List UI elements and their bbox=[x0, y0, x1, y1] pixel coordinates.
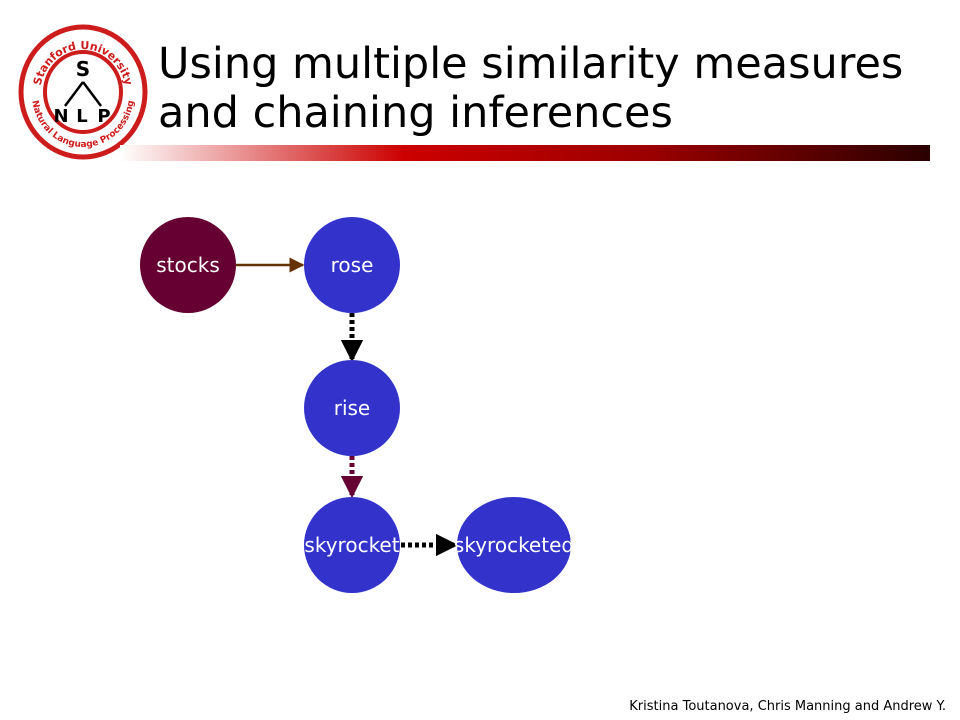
node-skyrocketed: skyrocketed bbox=[454, 497, 574, 593]
logo-letter-l: L bbox=[76, 106, 87, 127]
node-label-skyrocketed: skyrocketed bbox=[454, 533, 574, 557]
slide-title-line-2: and chaining inferences bbox=[158, 88, 673, 138]
node-label-stocks: stocks bbox=[156, 253, 220, 277]
logo-inner-ring bbox=[43, 50, 123, 134]
node-skyrocket: skyrocket bbox=[304, 497, 400, 593]
logo-letter-s: S bbox=[76, 57, 90, 81]
title-underline-bar bbox=[120, 145, 930, 161]
node-rose: rose bbox=[304, 217, 400, 313]
slide-title: Using multiple similarity measures and c… bbox=[158, 40, 938, 138]
node-stocks: stocks bbox=[140, 217, 236, 313]
author-footer: Kristina Toutanova, Chris Manning and An… bbox=[629, 699, 946, 714]
node-label-skyrocket: skyrocket bbox=[304, 533, 399, 557]
node-label-rise: rise bbox=[334, 396, 371, 420]
stanford-nlp-logo: Stanford University Natural Language Pro… bbox=[18, 24, 148, 160]
node-label-rose: rose bbox=[331, 253, 374, 277]
logo-letter-n: N bbox=[53, 106, 68, 127]
node-rise: rise bbox=[304, 360, 400, 456]
logo-tree-lines bbox=[64, 81, 102, 107]
logo-outer-ring bbox=[18, 24, 148, 160]
logo-letter-p: P bbox=[97, 106, 110, 127]
slide-title-line-1: Using multiple similarity measures bbox=[158, 39, 904, 89]
